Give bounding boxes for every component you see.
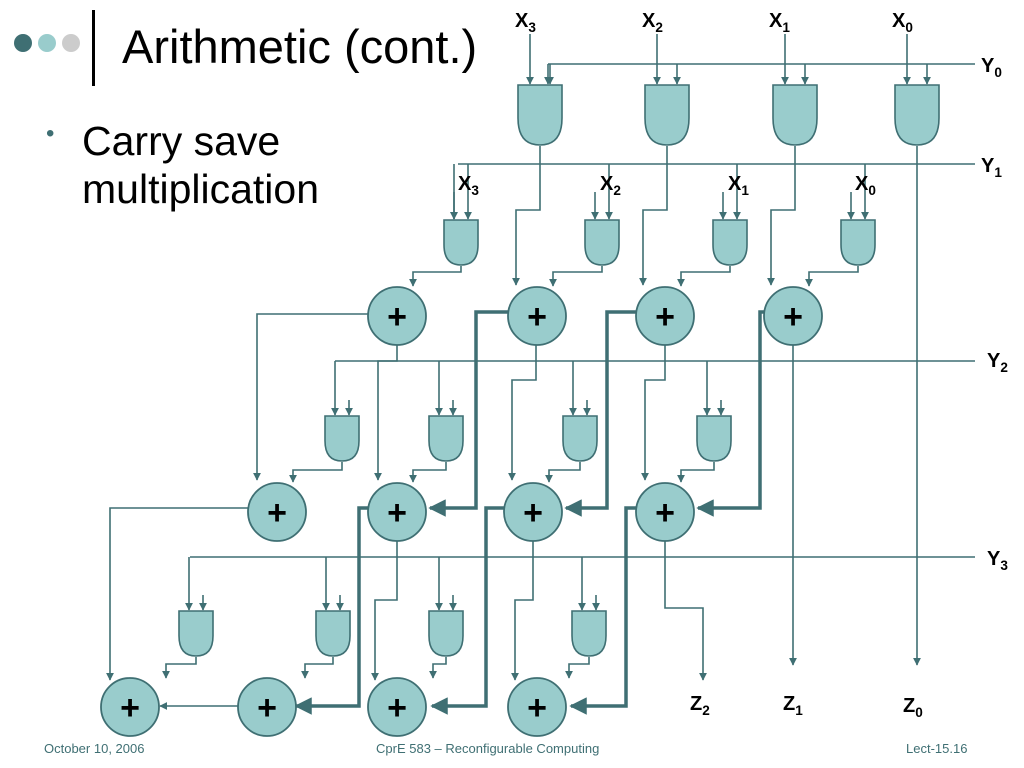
signal-label: Y0: [981, 55, 1002, 80]
carry-wire: [564, 310, 637, 517]
and-gate: [772, 84, 818, 146]
adder-symbol: +: [257, 689, 277, 727]
adder: [635, 482, 695, 542]
wire: [162, 657, 197, 679]
wire: [767, 146, 796, 286]
adder-symbol: +: [527, 298, 547, 336]
wire: [639, 146, 668, 286]
signal-label: Z1: [783, 693, 803, 718]
adder-symbol: +: [783, 298, 803, 336]
adder-symbol: +: [655, 494, 675, 532]
signal-label: X3: [458, 173, 479, 198]
signal-label: X0: [855, 173, 876, 198]
and-gates: [178, 84, 940, 657]
and-gate: [428, 610, 464, 657]
carry-wire: [430, 506, 504, 715]
wire: [641, 344, 666, 481]
adder: [367, 677, 427, 737]
adder-symbol: +: [387, 298, 407, 336]
adder-symbol: +: [267, 494, 287, 532]
bullet-marker: •: [46, 120, 55, 147]
and-gate: [644, 84, 690, 146]
signal-label: Z2: [690, 693, 710, 718]
and-gate: [840, 219, 876, 266]
adder: [507, 286, 567, 346]
adder: [503, 482, 563, 542]
adder: [237, 677, 297, 737]
and-gate: [315, 610, 351, 657]
dot-grey: [62, 34, 80, 52]
adder: [100, 677, 160, 737]
signal-label: Y3: [987, 548, 1008, 573]
adder: [763, 286, 823, 346]
adder-symbol: +: [527, 689, 547, 727]
wire: [374, 344, 398, 481]
adder: [367, 286, 427, 346]
wire: [677, 462, 715, 483]
wire: [289, 462, 343, 483]
signal-label: X1: [769, 10, 790, 35]
wire: [106, 507, 250, 681]
footer-course: CprE 583 – Reconfigurable Computing: [376, 741, 600, 756]
and-gate: [324, 415, 360, 462]
wire: [805, 266, 859, 287]
title-divider: [92, 10, 95, 86]
adder-symbol: +: [655, 298, 675, 336]
wire: [409, 462, 447, 483]
thin-wires: [106, 34, 975, 710]
wire: [512, 146, 541, 286]
page-title: Arithmetic (cont.): [122, 20, 478, 73]
and-gate: [696, 415, 732, 462]
adder: [507, 677, 567, 737]
and-gate: [584, 219, 620, 266]
wire: [508, 344, 537, 481]
carry-wire: [294, 506, 368, 715]
adder-symbol: +: [523, 494, 543, 532]
signal-label: Z0: [903, 695, 923, 720]
signal-label: X2: [600, 173, 621, 198]
wire: [565, 657, 590, 679]
and-gate: [562, 415, 598, 462]
and-gate: [712, 219, 748, 266]
footer-page-number: Lect-15.16: [906, 741, 968, 756]
wire: [511, 540, 534, 681]
signal-label: X3: [515, 10, 536, 35]
adder: [635, 286, 695, 346]
adder-symbol: +: [387, 689, 407, 727]
dot-dark: [14, 34, 32, 52]
adder: [247, 482, 307, 542]
signal-label: Y2: [987, 350, 1008, 375]
and-gate: [571, 610, 607, 657]
wire: [371, 540, 398, 681]
and-gate: [428, 415, 464, 462]
footer-date: October 10, 2006: [44, 741, 145, 756]
wire: [677, 266, 731, 287]
adder-symbol: +: [120, 689, 140, 727]
wire: [549, 266, 603, 287]
dot-teal: [38, 34, 56, 52]
signal-label: X2: [642, 10, 663, 35]
wire: [664, 540, 707, 681]
wire: [429, 657, 447, 679]
adders: + + + + + + + + + + + +: [100, 286, 823, 737]
wire: [253, 313, 370, 481]
carry-wires: [294, 310, 765, 715]
and-gate: [894, 84, 940, 146]
carry-wire: [428, 310, 508, 517]
signal-label: Y1: [981, 155, 1002, 180]
carry-wire: [569, 506, 637, 715]
wire: [301, 657, 334, 679]
signal-label: X1: [728, 173, 749, 198]
and-gate: [178, 610, 214, 657]
and-gate: [443, 219, 479, 266]
signal-label: X0: [892, 10, 913, 35]
adder-symbol: +: [387, 494, 407, 532]
wire: [545, 462, 581, 483]
carry-wire: [696, 310, 765, 517]
bullet-text: Carry save multiplication: [82, 118, 319, 212]
and-gate: [517, 84, 563, 146]
adder: [367, 482, 427, 542]
wire: [409, 266, 462, 287]
